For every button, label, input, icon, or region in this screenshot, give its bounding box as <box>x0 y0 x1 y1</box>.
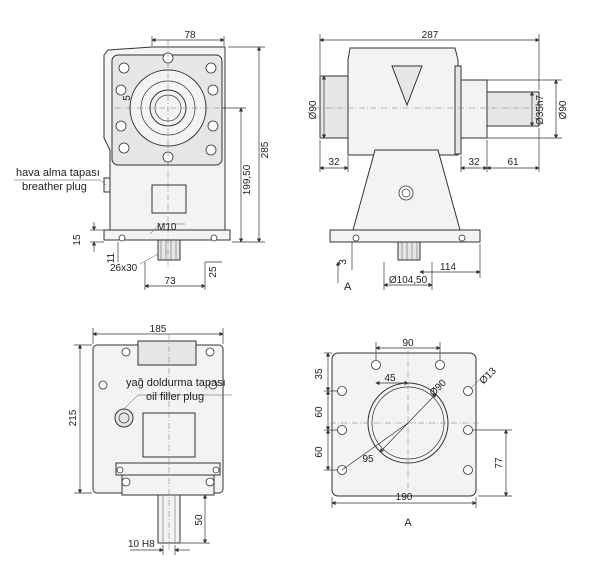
side-right-flange <box>454 65 462 155</box>
dim-side-gap: 3 <box>338 259 349 265</box>
top-bolt <box>205 477 215 487</box>
dim-flange-radius: 95 <box>362 454 374 465</box>
dim-front-small: 5 <box>122 95 133 101</box>
breather-label-tr: hava alma tapası <box>16 167 100 179</box>
flange-hole <box>463 465 473 475</box>
top-bolt <box>208 380 218 390</box>
dim-top-height: 215 <box>68 409 79 426</box>
dim-flange-right-v: 77 <box>494 457 505 469</box>
front-breather-plug <box>103 177 111 193</box>
front-bolt <box>118 62 130 74</box>
filler-label-en: oil filler plug <box>146 391 204 403</box>
top-upper-housing <box>137 340 197 366</box>
dim-flange-width: 190 <box>396 492 413 503</box>
front-output-shaft <box>157 239 181 261</box>
front-bolt <box>115 84 127 96</box>
front-bolt <box>205 144 217 156</box>
dim-side-dia-shaft: Ø35h7 <box>535 95 546 125</box>
front-inspection-cover <box>151 184 187 214</box>
dim-top-shaft-length: 50 <box>194 514 205 526</box>
flange-hole <box>371 360 381 370</box>
dim-flange-hole: Ø13 <box>478 365 499 386</box>
top-bolt <box>205 347 215 357</box>
top-bolt <box>121 477 131 487</box>
side-base <box>329 229 481 243</box>
dim-front-height-axis: 199,50 <box>242 164 253 195</box>
top-lower-section <box>121 474 215 496</box>
front-view: 78 285 199,50 5 15 11 M10 26x30 73 <box>14 30 271 290</box>
side-view-letter: A <box>344 281 352 293</box>
top-bolt <box>116 466 124 474</box>
flange-hole <box>435 360 445 370</box>
top-view: 185 215 50 10 H8 yağ doldurma tapası oil… <box>68 324 232 555</box>
flange-hole <box>337 425 347 435</box>
dim-side-offset: 114 <box>440 262 456 273</box>
top-flange-band <box>115 462 221 476</box>
dim-side-flange-right: 32 <box>468 157 480 168</box>
dim-flange-bolt-span-top: 90 <box>402 338 414 349</box>
dim-side-shaft-length: 61 <box>507 157 519 168</box>
dim-front-foot: 15 <box>72 234 83 246</box>
filler-label-tr: yağ doldurma tapası <box>126 377 226 389</box>
dim-side-bolt-circle: Ø104,50 <box>389 275 428 286</box>
dim-flange-v1: 60 <box>314 406 325 418</box>
dim-flange-v2: 60 <box>314 446 325 458</box>
flange-hole <box>337 386 347 396</box>
dim-front-height-total: 285 <box>260 141 271 158</box>
top-bolt <box>98 380 108 390</box>
dim-top-key: 10 H8 <box>128 539 155 550</box>
dim-front-base-offset: 11 <box>106 252 117 263</box>
top-bolt <box>121 347 131 357</box>
flange-hole <box>463 425 473 435</box>
side-upper-body <box>347 47 459 156</box>
dim-flange-h1: 35 <box>314 368 325 380</box>
front-bolt <box>207 120 219 132</box>
front-bolt <box>205 62 217 74</box>
oil-filler-plug <box>114 408 134 428</box>
side-view: 287 Ø90 32 32 61 Ø35h7 Ø90 3 Ø104,5 <box>308 30 569 293</box>
dim-side-dia-right: Ø90 <box>558 100 569 119</box>
breather-label-en: breather plug <box>22 181 87 193</box>
dim-front-base-gap: 25 <box>208 266 219 278</box>
side-output-shaft-end <box>486 91 540 127</box>
dim-top-width: 185 <box>150 324 167 335</box>
front-bolt <box>115 120 127 132</box>
dim-front-shaft-pos: 73 <box>164 276 176 287</box>
side-cone <box>391 65 423 107</box>
front-bolt <box>207 84 219 96</box>
dim-side-width-total: 287 <box>422 30 439 41</box>
front-bolt <box>118 142 130 154</box>
side-drain-plug <box>398 185 414 201</box>
flange-view-letter: A <box>404 517 412 529</box>
dim-side-flange-left: 32 <box>328 157 340 168</box>
front-thread-label: M10 <box>157 222 177 233</box>
flange-view: 90 45 35 60 60 Ø90 95 Ø13 77 190 <box>314 338 512 529</box>
top-bolt <box>212 466 220 474</box>
dim-front-key: 26x30 <box>110 263 138 274</box>
side-output-shaft <box>460 79 488 139</box>
dim-front-top-width: 78 <box>184 30 196 41</box>
side-bottom-spline <box>397 241 421 261</box>
dim-flange-half-span: 45 <box>384 373 396 384</box>
dim-side-dia-left: Ø90 <box>308 100 319 119</box>
